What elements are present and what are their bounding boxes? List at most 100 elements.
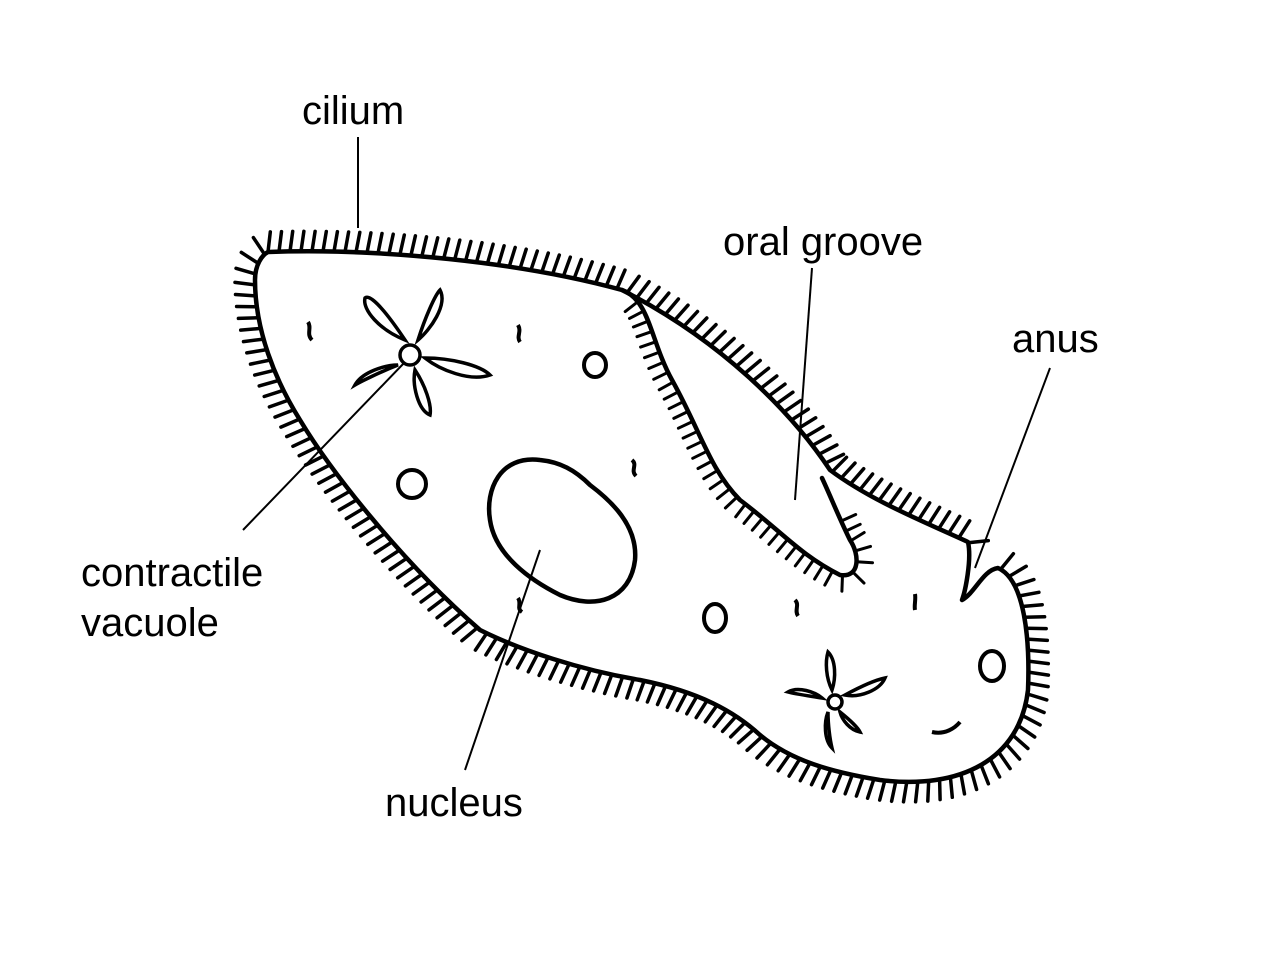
groove-cilium	[844, 522, 862, 533]
cilium	[703, 703, 719, 724]
anus-leader	[974, 367, 1051, 569]
cilium	[685, 694, 699, 716]
cilium	[380, 548, 402, 563]
cilium	[654, 291, 671, 311]
cilium	[1007, 564, 1028, 579]
cilium	[1023, 703, 1046, 715]
groove-cilium	[631, 319, 650, 329]
cilium	[1010, 733, 1030, 751]
cilium	[266, 230, 273, 254]
cilium	[238, 326, 263, 332]
cilium	[734, 351, 754, 369]
cilium	[366, 531, 387, 547]
cilium	[663, 297, 681, 317]
cilium	[572, 257, 584, 281]
cilium	[810, 433, 832, 448]
cilium	[540, 251, 551, 274]
cilium	[1025, 637, 1050, 643]
groove-cilium	[767, 530, 781, 546]
cilium	[809, 764, 823, 787]
groove-cilium	[676, 419, 695, 430]
cilium	[820, 767, 833, 790]
cilium	[245, 347, 269, 355]
groove-cilium	[851, 570, 866, 585]
cilium	[700, 322, 718, 341]
groove-cilium	[635, 329, 654, 339]
cilium	[936, 510, 952, 531]
cilium	[365, 231, 373, 255]
cilium	[635, 279, 651, 300]
cilium	[526, 652, 540, 674]
cilium	[358, 523, 380, 538]
contractile-vacuole	[350, 287, 494, 418]
cilium	[403, 572, 424, 588]
cilium	[996, 750, 1012, 771]
cilium	[463, 239, 473, 263]
nucleus-leader	[464, 549, 541, 771]
groove-cilium	[691, 449, 709, 460]
groove-cilium	[750, 516, 765, 532]
cilium	[376, 231, 384, 256]
cilium	[867, 477, 884, 497]
cilium	[583, 260, 594, 283]
cilium	[979, 763, 991, 786]
cilium	[591, 670, 603, 693]
cilium	[959, 772, 967, 796]
cilium	[1025, 692, 1049, 702]
cilium	[625, 274, 641, 295]
cilium	[644, 285, 661, 305]
cilium	[712, 708, 729, 729]
groove-cilium	[672, 409, 690, 420]
cilium	[310, 463, 332, 476]
groove-cilium	[813, 564, 825, 581]
cilium	[877, 482, 893, 503]
groove-cilium	[623, 300, 640, 314]
cilium	[580, 667, 593, 690]
cilium	[262, 388, 286, 399]
cilium	[343, 230, 351, 254]
cilium	[614, 675, 625, 698]
cilium	[398, 233, 407, 257]
groove-cilium	[715, 487, 732, 501]
groove-cilium	[681, 429, 700, 440]
groove-cilium	[803, 558, 816, 575]
cilium	[1016, 723, 1037, 739]
cilium	[387, 232, 395, 256]
cilium	[507, 245, 517, 269]
cilium	[330, 489, 352, 503]
cilium	[1026, 670, 1051, 677]
cilium	[726, 343, 745, 361]
cilium	[284, 426, 307, 439]
cilium	[351, 515, 373, 530]
cilium	[602, 672, 614, 696]
cilium	[452, 238, 462, 262]
cilia-fringe	[233, 229, 1051, 804]
oral-groove-cilia	[623, 300, 874, 593]
groove-cilium	[839, 513, 858, 523]
cilium	[988, 757, 1002, 779]
label-contractile-vacuole-line2: vacuole	[81, 601, 219, 645]
cilium	[234, 266, 258, 276]
cilium	[672, 303, 690, 323]
cilium	[485, 242, 495, 266]
cilium	[926, 505, 942, 527]
cilium	[946, 514, 962, 536]
groove-cilium	[734, 502, 747, 519]
cilium	[388, 556, 409, 572]
cilium	[957, 519, 972, 540]
cilium	[233, 292, 258, 298]
cilium	[765, 747, 782, 767]
oral-groove	[619, 287, 859, 578]
cilium	[1012, 577, 1036, 588]
groove-cilium	[853, 544, 872, 553]
cilium	[1026, 659, 1051, 666]
cilium	[774, 390, 795, 406]
cilium	[782, 398, 803, 414]
cilium	[321, 229, 329, 254]
cilium	[451, 618, 471, 635]
cilium	[529, 249, 540, 272]
cilium	[789, 407, 811, 422]
cilium	[373, 540, 394, 555]
cilium	[803, 424, 825, 439]
cilium	[615, 268, 627, 291]
